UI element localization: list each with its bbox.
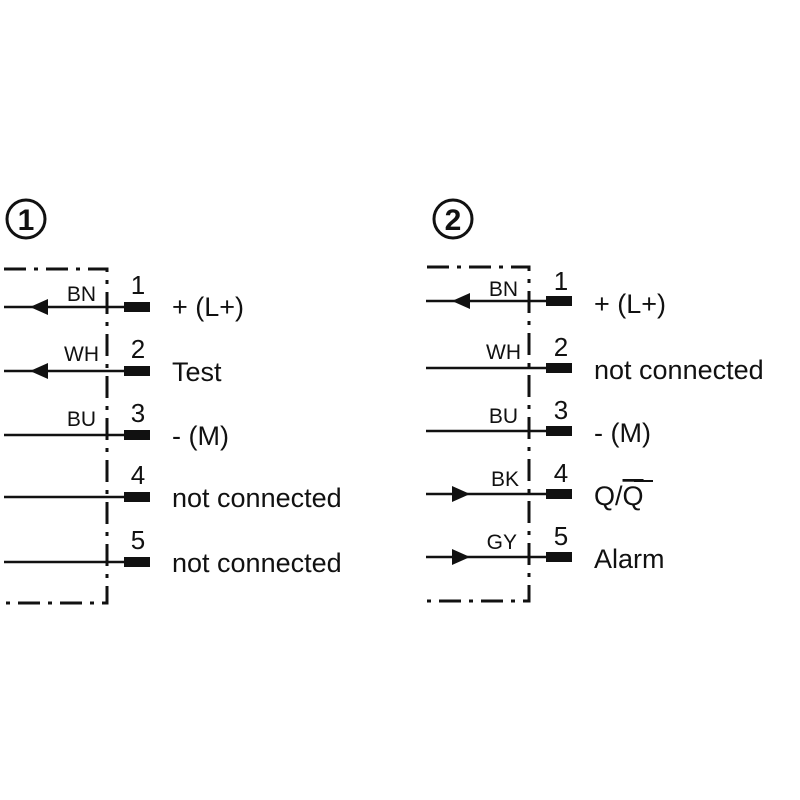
diagram-1-pin-tab-3	[124, 430, 150, 440]
diagram-2-pin-function-5: Alarm	[594, 544, 665, 574]
diagram-1-pin-number-3: 3	[131, 398, 145, 428]
diagram-2-wire-color-2: WH	[486, 341, 521, 364]
diagram-2-pin-number-4: 4	[554, 458, 568, 488]
diagram-1-pin-1: BN 1 + (L+)	[4, 270, 244, 322]
diagram-2-pin-3: BU 3 - (M)	[426, 395, 651, 448]
diagram-2-pin-function-1: + (L+)	[594, 289, 666, 319]
diagram-1-pin-tab-2	[124, 366, 150, 376]
diagram-1-wire-color-3: BU	[67, 408, 96, 431]
diagram-1-pin-2: WH 2 Test	[4, 334, 222, 387]
diagram-2-pin-number-1: 1	[554, 266, 568, 296]
diagram-2-pin-1: BN 1 + (L+)	[426, 266, 666, 319]
diagram-2-arrow-4	[452, 486, 470, 502]
diagram-2-pin-4: BK 4 Q/Q	[426, 458, 653, 511]
diagram-2-pin-number-2: 2	[554, 332, 568, 362]
diagram-2-pin-tab-1	[546, 296, 572, 306]
diagram-2-wire-color-5: GY	[487, 531, 517, 554]
diagram-1-pin-tab-4	[124, 492, 150, 502]
diagram-2-pin-number-3: 3	[554, 395, 568, 425]
diagram-1-pin-function-5: not connected	[172, 548, 342, 578]
diagram-1-arrow-2	[30, 363, 48, 379]
diagram-1-pin-function-1: + (L+)	[172, 292, 244, 322]
diagram-2-pin-function-2: not connected	[594, 355, 764, 385]
diagram-1-pin-function-2: Test	[172, 357, 222, 387]
diagram-1-pin-number-1: 1	[131, 270, 145, 300]
diagram-2-pin-tab-2	[546, 363, 572, 373]
diagram-1-badge-number: 1	[18, 204, 35, 237]
diagram-1-pin-number-2: 2	[131, 334, 145, 364]
diagram-1-pin-tab-1	[124, 302, 150, 312]
diagram-2: 2 BN 1 + (L+) WH 2 not connected BU 3 - …	[426, 198, 764, 603]
diagram-1-pin-3: BU 3 - (M)	[4, 398, 229, 451]
diagram-2-pin-tab-4	[546, 489, 572, 499]
diagram-2-pin-5: GY 5 Alarm	[426, 521, 665, 574]
diagram-2-pin-tab-3	[546, 426, 572, 436]
diagram-2-arrow-1	[452, 293, 470, 309]
diagram-2-pin-function-4-text: Q/	[594, 481, 623, 511]
diagram-2-wire-color-4: BK	[491, 468, 519, 491]
diagram-1-pin-4: 4 not connected	[4, 460, 342, 513]
diagram-2-pin-function-4: Q/Q	[594, 481, 644, 511]
diagram-2-arrow-5	[452, 549, 470, 565]
diagram-1: 1 BN 1 + (L+) WH 2 Test BU 3 - (M)	[4, 198, 342, 605]
diagram-1-pin-function-4: not connected	[172, 483, 342, 513]
diagram-2-pin-2: WH 2 not connected	[426, 332, 764, 385]
diagram-2-wire-color-3: BU	[489, 405, 518, 428]
diagram-1-wire-color-1: BN	[67, 283, 96, 306]
diagram-1-badge: 1	[5, 198, 47, 240]
diagram-2-pin-number-5: 5	[554, 521, 568, 551]
diagram-2-wire-color-1: BN	[489, 278, 518, 301]
diagram-1-pin-number-5: 5	[131, 525, 145, 555]
diagram-2-badge-number: 2	[445, 204, 462, 237]
diagram-1-wire-color-2: WH	[64, 343, 99, 366]
diagram-2-pin-function-3: - (M)	[594, 418, 651, 448]
diagram-2-housing-frame	[427, 265, 531, 603]
diagram-1-pin-tab-5	[124, 557, 150, 567]
diagram-2-pin-tab-5	[546, 552, 572, 562]
diagram-1-arrow-1	[30, 299, 48, 315]
diagram-2-pin-function-4-overline: Q	[623, 481, 644, 511]
diagram-1-pin-function-3: - (M)	[172, 421, 229, 451]
diagram-1-pin-5: 5 not connected	[4, 525, 342, 578]
diagram-2-badge: 2	[432, 198, 474, 240]
diagram-1-pin-number-4: 4	[131, 460, 145, 490]
